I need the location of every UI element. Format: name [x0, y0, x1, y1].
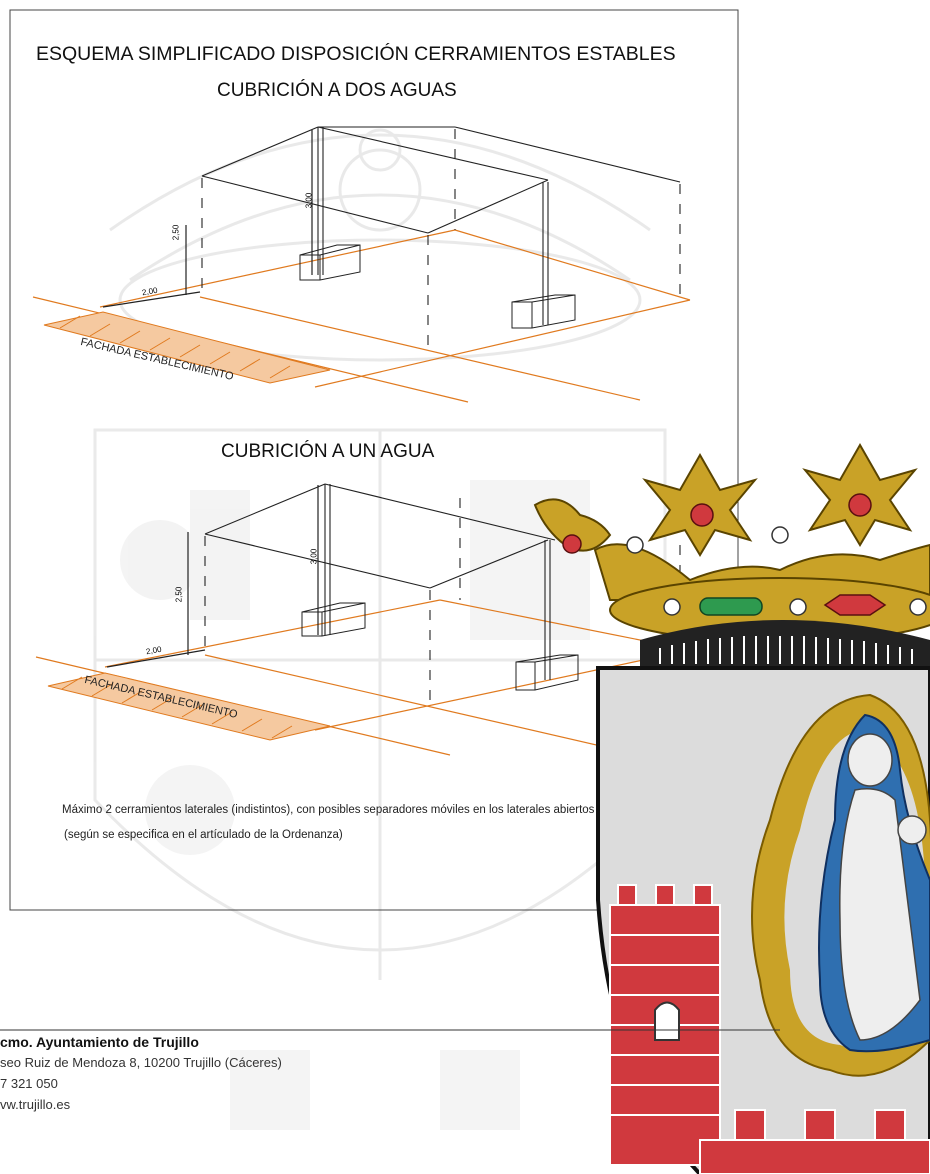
- section-title-one-slope: CUBRICIÓN A UN AGUA: [221, 441, 435, 462]
- footer-website[interactable]: vw.trujillo.es: [0, 1097, 71, 1112]
- note-line-2: (según se especifica en el artículado de…: [64, 829, 343, 841]
- section-title-two-slopes: CUBRICIÓN A DOS AGUAS: [217, 80, 457, 101]
- sheet-title: ESQUEMA SIMPLIFICADO DISPOSICIÓN CERRAMI…: [36, 43, 676, 65]
- footer-phone: 7 321 050: [0, 1076, 58, 1091]
- footer-address: seo Ruiz de Mendoza 8, 10200 Trujillo (C…: [0, 1055, 282, 1070]
- footer-org: cmo. Ayuntamiento de Trujillo: [0, 1034, 199, 1050]
- note-line-1: Máximo 2 cerramientos laterales (indisti…: [62, 804, 595, 816]
